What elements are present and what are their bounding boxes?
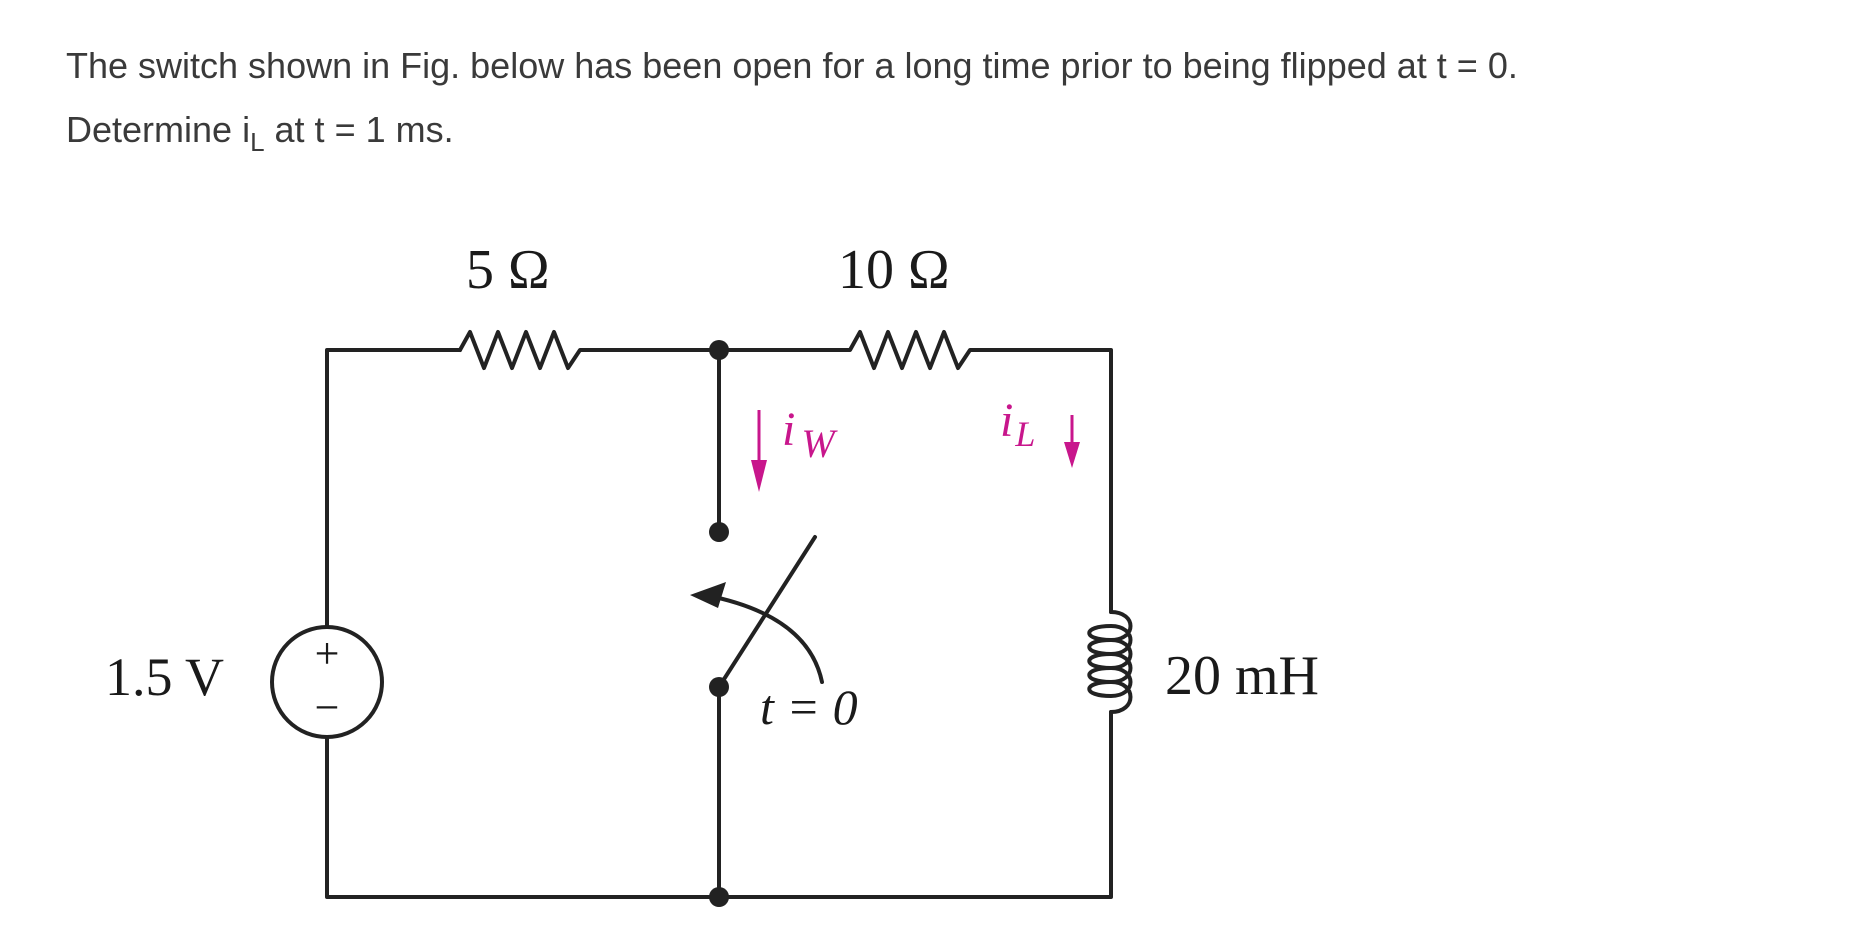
switch-motion-arc: [703, 593, 824, 684]
resistor-5-ohm-label: 5 Ω: [466, 239, 550, 301]
wire-left-top: [325, 348, 462, 629]
source-plus-sign: +: [315, 629, 340, 678]
il-label-sub: L: [1014, 414, 1035, 454]
problem-line-2-subscript: L: [250, 127, 265, 157]
junction-bottom: [709, 887, 729, 907]
switch-time-label: t = 0: [760, 679, 858, 735]
problem-line-1: The switch shown in Fig. below has been …: [66, 45, 1518, 86]
switch-contact-upper: [709, 522, 729, 542]
source-minus-sign: −: [315, 683, 340, 732]
resistor-10-ohm-label: 10 Ω: [838, 239, 950, 301]
il-label-main: i: [1000, 394, 1013, 447]
il-arrowhead-icon: [1064, 442, 1080, 468]
resistor-10-ohm: [717, 330, 1113, 614]
switch-blade: [717, 535, 817, 689]
problem-statement: The switch shown in Fig. below has been …: [66, 34, 1846, 162]
problem-line-2-suffix: at t = 1 ms.: [264, 109, 454, 150]
iw-label-main: i: [782, 403, 795, 456]
problem-line-2-prefix: Determine i: [66, 109, 251, 150]
iw-label-sub: W: [801, 421, 838, 466]
problem-line-2: Determine iL at t = 1 ms.: [66, 98, 1846, 162]
resistor-5-ohm: [458, 330, 721, 370]
source-voltage-label: 1.5 V: [105, 647, 224, 707]
iw-arrowhead-icon: [751, 460, 767, 492]
inductor-coil: [1087, 610, 1133, 714]
wire-left-bottom: [325, 735, 721, 899]
voltage-source: [270, 625, 384, 739]
switch-arc-arrowhead: [690, 582, 726, 608]
switch-contact-lower: [709, 677, 729, 697]
inductor-label: 20 mH: [1165, 645, 1319, 707]
junction-top: [709, 340, 729, 360]
wire-right-bottom: [717, 710, 1113, 899]
il-label: iL: [1000, 394, 1035, 454]
